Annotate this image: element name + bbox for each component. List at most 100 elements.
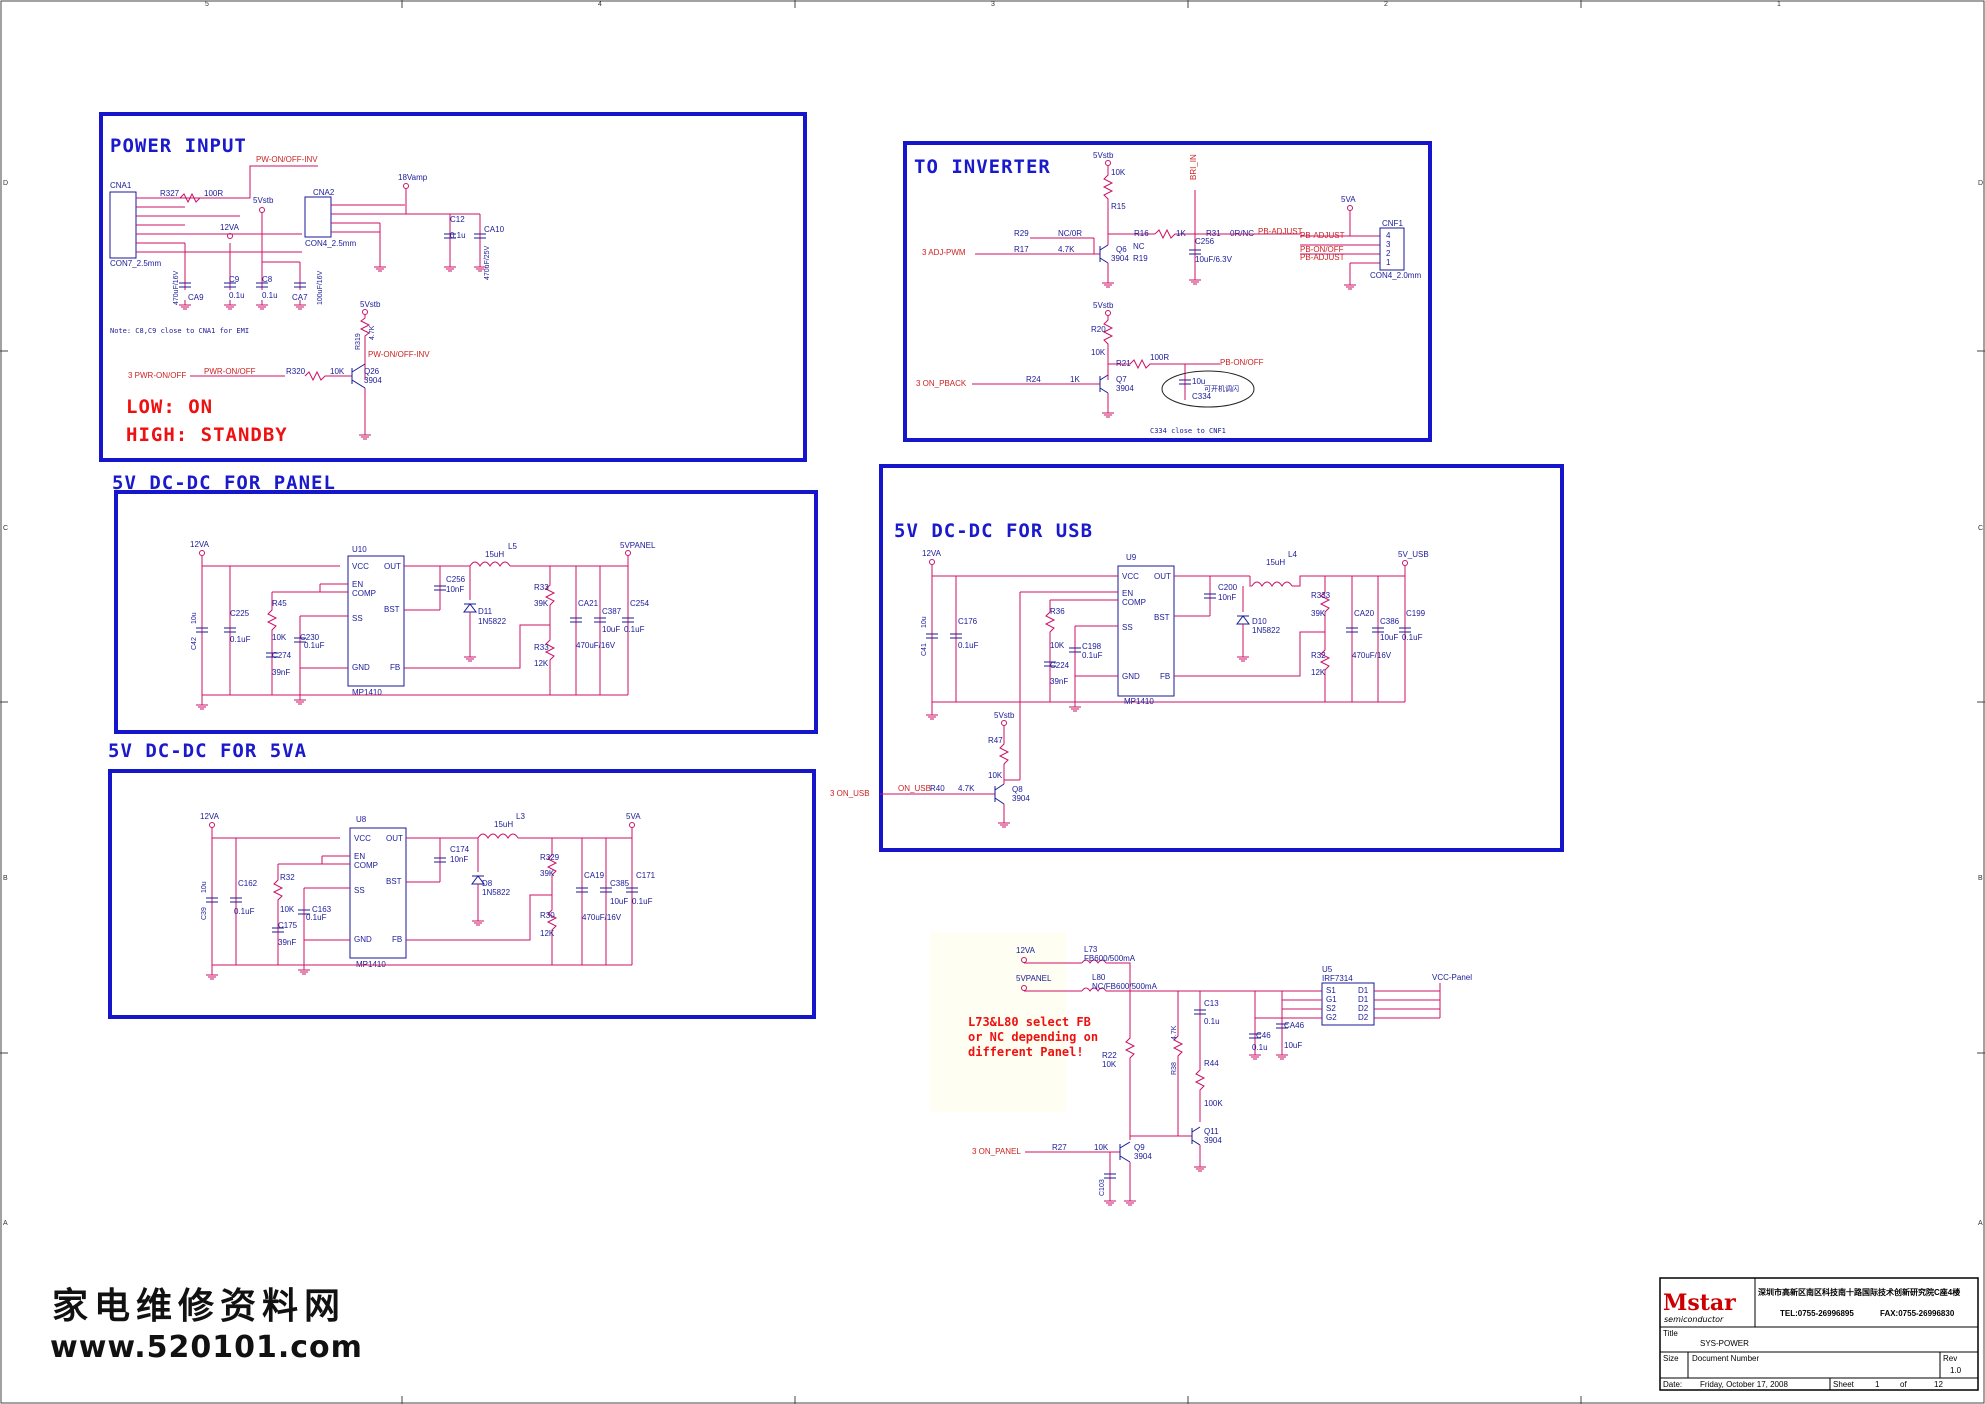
u9-pin-en: EN	[1122, 589, 1133, 598]
c163-ref: C163	[312, 905, 332, 914]
cnf1-pin-2: 2	[1386, 249, 1391, 258]
l4-inductor	[1251, 581, 1293, 587]
cnf1-type: CON4_2.0mm	[1370, 271, 1421, 280]
dcdc-5va-title: 5V DC-DC FOR 5VA	[108, 740, 307, 762]
dcdc-panel-section: 5V DC-DC FOR PANEL 12VA C42 10u C225 0.1…	[112, 472, 818, 734]
ca7-value: 100uF/16V	[317, 270, 324, 305]
dcdc-5va-section: 5V DC-DC FOR 5VA 12VA C39 10u C162 0.1uF…	[108, 740, 816, 1019]
q8-5vstb-label: 5Vstb	[994, 711, 1015, 720]
r16-ref: R16	[1134, 229, 1149, 238]
high-standby-label: HIGH: STANDBY	[126, 424, 288, 446]
ca20-value: 470uF/16V	[1352, 651, 1392, 660]
date-value: Friday, October 17, 2008	[1700, 1380, 1788, 1389]
net-pwr-onoff: PWR-ON/OFF	[204, 367, 256, 376]
net-pb-onoff: PB-ON/OFF	[1220, 358, 1264, 367]
c12-ref: C12	[450, 215, 465, 224]
u9-pin-fb: FB	[1160, 672, 1170, 681]
ca7-ref: CA7	[292, 293, 308, 302]
zone-row-b-right: B	[1978, 875, 1983, 882]
c230-value: 0.1uF	[304, 641, 325, 650]
c198-value: 0.1uF	[1082, 651, 1103, 660]
r16-value: 1K	[1176, 229, 1186, 238]
c334-highlight	[1161, 370, 1255, 408]
u8-ref: U8	[356, 815, 367, 824]
r15-value: 10K	[1111, 168, 1126, 177]
ca21-ref: CA21	[578, 599, 599, 608]
net-adj-pwm: 3 ADJ-PWM	[922, 248, 966, 257]
inv-5va-label: 5VA	[1341, 195, 1356, 204]
ca9-ref: CA9	[188, 293, 204, 302]
r44-ref: R44	[1204, 1059, 1219, 1068]
u9-part: MP1410	[1124, 697, 1154, 706]
net-pb-onoff-2: PB-ON/OFF	[1300, 245, 1344, 254]
l73-ref: L73	[1084, 945, 1098, 954]
r21-value: 100R	[1150, 353, 1169, 362]
u5-pin-d1b: D1	[1358, 995, 1369, 1004]
q9-ref: Q9	[1134, 1143, 1145, 1152]
zone-col-1: 1	[1777, 1, 1781, 8]
c171-ref: C171	[636, 871, 656, 880]
c46-ref: C46	[1256, 1031, 1271, 1040]
to-inverter-box	[903, 141, 1432, 442]
q8-ref: Q8	[1012, 785, 1023, 794]
ca46-value: 10uF	[1284, 1041, 1302, 1050]
ca19-ref: CA19	[584, 871, 605, 880]
rev-label: Rev	[1943, 1354, 1957, 1363]
r45-value: 10K	[272, 633, 287, 642]
zone-row-a: A	[3, 1220, 8, 1227]
u5-pin-g1: G1	[1326, 995, 1337, 1004]
dcdc-panel-box	[114, 490, 818, 734]
c175-value: 39nF	[278, 938, 296, 947]
c163-value: 0.1uF	[306, 913, 327, 922]
cna1-connector	[109, 191, 137, 259]
l80-value: NC/FB600/500mA	[1092, 982, 1158, 991]
r32-5va-ref: R32	[280, 873, 295, 882]
net-pw-onoff-inv: PW-ON/OFF-INV	[256, 155, 318, 164]
to-inverter-section: TO INVERTER 5Vstb 10K R15 R29 NC/0R R17 …	[903, 141, 1432, 442]
panel-switch-section: 12VA 5VPANEL L73 FB600/500mA L80 NC/FB60…	[930, 932, 1472, 1206]
u10-pin-en: EN	[352, 580, 363, 589]
cna2-type: CON4_2.5mm	[305, 239, 356, 248]
cnf1-pin-1: 1	[1386, 258, 1391, 267]
r24-value: 1K	[1070, 375, 1080, 384]
r36-value: 10K	[1050, 641, 1065, 650]
r29-value: NC/0R	[1058, 229, 1082, 238]
c386-ref: C386	[1380, 617, 1400, 626]
vcc-panel-label: VCC-Panel	[1432, 973, 1472, 982]
u8-chip	[349, 827, 407, 959]
c162-ref: C162	[238, 879, 258, 888]
c200-ref: C200	[1218, 583, 1238, 592]
to-inverter-title: TO INVERTER	[914, 156, 1051, 178]
c175-ref: C175	[278, 921, 298, 930]
u5-pin-d1a: D1	[1358, 986, 1369, 995]
u5-part: IRF7314	[1322, 974, 1353, 983]
r47-ref: R47	[988, 736, 1003, 745]
sheet-total: 12	[1934, 1380, 1943, 1389]
c198-ref: C198	[1082, 642, 1102, 651]
cnf1-label: CNF1	[1382, 219, 1403, 228]
panel-note-line-2: or NC depending on	[968, 1030, 1098, 1044]
r319-value: 4.7K	[369, 325, 376, 340]
r40-value: 4.7K	[958, 784, 975, 793]
switch-5vpanel-label: 5VPANEL	[1016, 974, 1052, 983]
c274-ref: C274	[272, 651, 292, 660]
net-pb-adjust-3: PB-ADJUST	[1300, 253, 1345, 262]
c387-ref: C387	[602, 607, 622, 616]
q7-ref: Q7	[1116, 375, 1127, 384]
c9-value: 0.1u	[229, 291, 245, 300]
cna1-type: CON7_2.5mm	[110, 259, 161, 268]
c387-value: 10uF	[602, 625, 620, 634]
u5-chip	[1321, 982, 1375, 1026]
company-sub: semiconductor	[1664, 1315, 1724, 1324]
u5-pin-s1: S1	[1326, 986, 1336, 995]
dcdc-usb-section: 5V DC-DC FOR USB 12VA C41 10u C176 0.1uF…	[830, 464, 1564, 852]
r40-ref: R40	[930, 784, 945, 793]
u9-ref: U9	[1126, 553, 1137, 562]
of-label: of	[1900, 1380, 1907, 1389]
panel-rail-in: 12VA	[190, 540, 210, 549]
low-on-label: LOW: ON	[126, 396, 213, 418]
r319-ref: R319	[355, 333, 362, 350]
r45-ref: R45	[272, 599, 287, 608]
cna1-label: CNA1	[110, 181, 132, 190]
c385-value: 10uF	[610, 897, 628, 906]
